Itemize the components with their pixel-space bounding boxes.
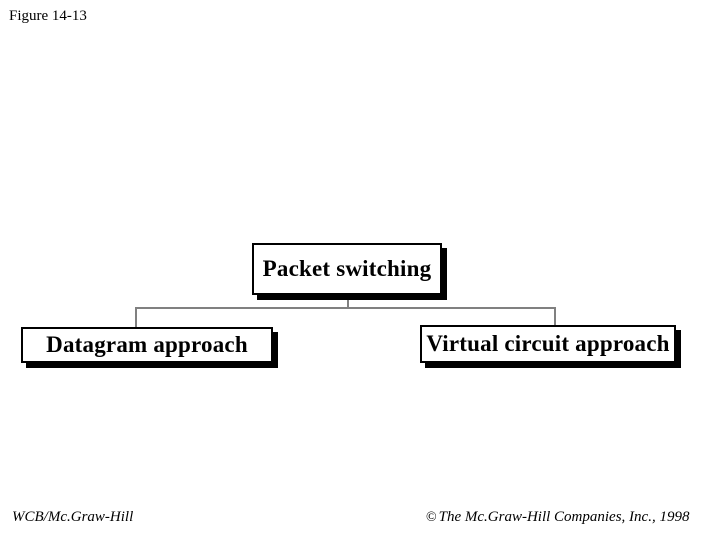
footer-copyright: ©The Mc.Graw-Hill Companies, Inc., 1998 — [426, 508, 689, 527]
connector-horizontal-bus — [135, 307, 556, 309]
connector-drop-datagram — [135, 307, 137, 329]
node-virtual-circuit-approach-label: Virtual circuit approach — [426, 331, 670, 356]
footer-copyright-text: The Mc.Graw-Hill Companies, Inc., 1998 — [438, 509, 690, 525]
node-datagram-approach-label: Datagram approach — [46, 332, 248, 357]
connector-drop-virtual-circuit — [554, 307, 556, 329]
node-packet-switching-label: Packet switching — [262, 256, 432, 281]
footer-publisher: WCB/Mc.Graw-Hill — [12, 509, 134, 525]
figure-label: Figure 14-13 — [9, 8, 87, 24]
connector-stem-root — [347, 297, 349, 309]
node-virtual-circuit-approach: Virtual circuit approach — [420, 325, 676, 363]
copyright-icon: © — [426, 510, 437, 525]
node-datagram-approach: Datagram approach — [21, 327, 273, 363]
node-packet-switching: Packet switching — [252, 243, 442, 295]
